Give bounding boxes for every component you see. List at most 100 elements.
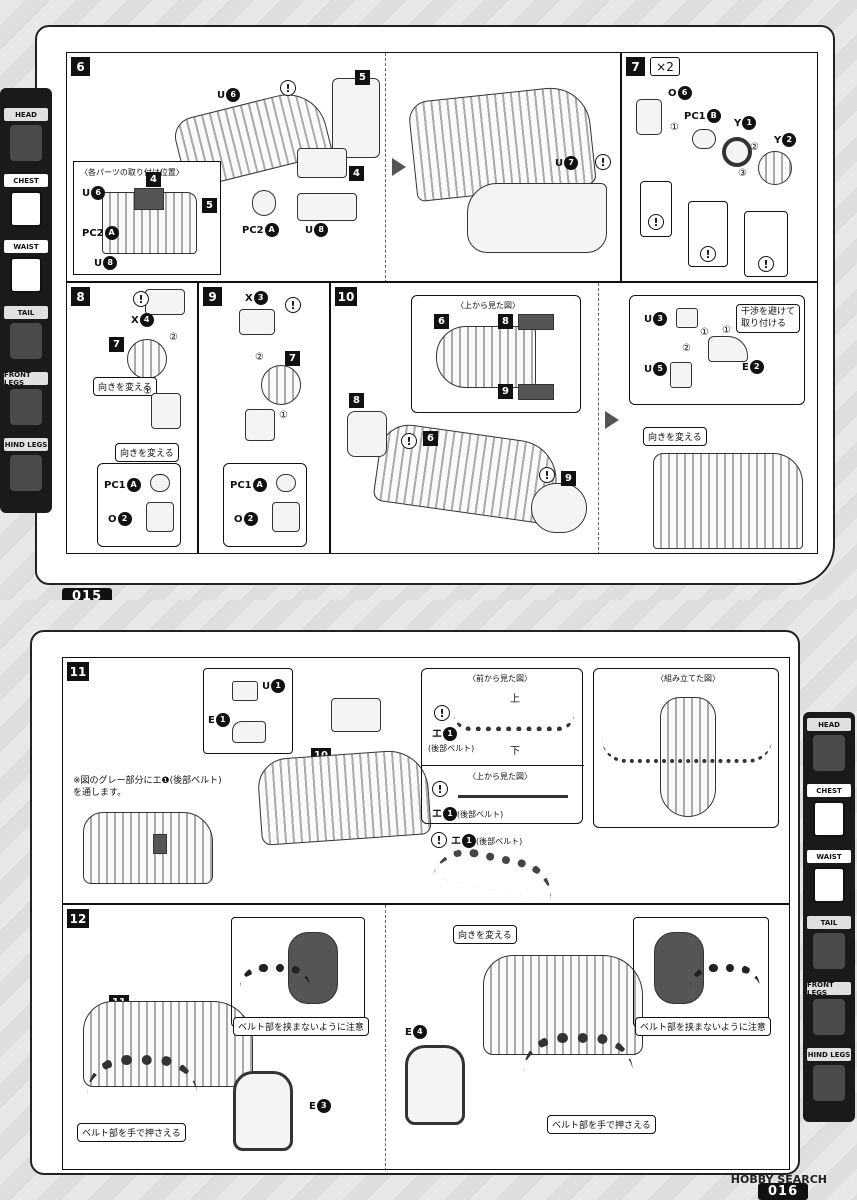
part-u1: [232, 681, 258, 701]
caution-icon: !: [648, 214, 664, 230]
ref-5: 5: [355, 70, 370, 85]
divider: [598, 283, 599, 553]
sidebar-tab-hind-legs[interactable]: HIND LEGS: [4, 438, 48, 496]
part-y1-ring: [722, 137, 752, 167]
order-1: ①: [279, 410, 288, 421]
part-e1: [232, 721, 266, 743]
caution-icon: !: [700, 246, 716, 262]
chest-icon: [10, 191, 42, 227]
note-avoid-interference: 干渉を避けて 取り付ける: [736, 304, 801, 334]
part-x4: [145, 289, 185, 315]
sidebar-tab-tail[interactable]: TAIL: [807, 916, 851, 974]
sidebar-tab-head[interactable]: HEAD: [4, 108, 48, 166]
note-dont-pinch-belt: ベルト部を挟まないように注意: [233, 1017, 369, 1036]
belt-chain: [432, 841, 558, 903]
step-number: 7: [626, 57, 645, 76]
parts-sidebar: HEAD CHEST WAIST TAIL FRONT LEGS HIND LE…: [803, 712, 855, 1122]
sidebar-tab-label: WAIST: [4, 240, 48, 253]
next-arrow-icon: [605, 411, 619, 429]
sidebar-tab-waist[interactable]: WAIST: [807, 850, 851, 908]
sidebar-tab-tail[interactable]: TAIL: [4, 306, 48, 364]
quantity-badge: ×2: [650, 57, 680, 76]
detail-box-1: !: [640, 181, 672, 237]
front-legs-icon: [10, 389, 42, 425]
sidebar-tab-hind-legs[interactable]: HIND LEGS: [807, 1048, 851, 1106]
sidebar-tab-label: FRONT LEGS: [4, 371, 48, 387]
sidebar-tab-label: CHEST: [4, 174, 48, 187]
assembled-belt: [602, 739, 772, 763]
ref-4-callout: 4: [146, 172, 161, 187]
ref-9: 9: [561, 471, 576, 486]
part-u8: [297, 193, 357, 221]
part-step7: [261, 365, 301, 405]
callout-caption: 〈各パーツの取り付け位置〉: [80, 168, 184, 177]
caution-icon: !: [133, 291, 149, 307]
note-turn-around: 向きを変える: [643, 427, 707, 446]
caution-icon: !: [595, 154, 611, 170]
sidebar-tab-chest[interactable]: CHEST: [4, 174, 48, 232]
note-hold-belt: ベルト部を手で押さえる: [77, 1123, 186, 1142]
belt-detail: [240, 964, 310, 988]
step-11-panel: 11 U1 E1 10 ※図のグレー部分にエ❶(後部ベルト) を通します。 〈前…: [62, 657, 790, 904]
sidebar-tab-front-legs[interactable]: FRONT LEGS: [807, 981, 851, 1040]
part-pc1b: [692, 129, 716, 149]
sidebar-tab-waist[interactable]: WAIST: [4, 240, 48, 298]
caution-icon: !: [758, 256, 774, 272]
ref-6: 6: [434, 314, 449, 329]
ref-5-callout: 5: [202, 198, 217, 213]
order-2: ②: [682, 343, 691, 354]
part-step7: [127, 339, 167, 379]
belt-front-view: [454, 715, 574, 731]
label-up: 上: [510, 694, 520, 705]
page-number: 016: [758, 1183, 809, 1200]
detail-box-3: !: [744, 211, 788, 277]
order-1b: ①: [722, 325, 731, 336]
top-view-part-9: [518, 384, 554, 400]
divider: [385, 53, 386, 281]
belt-detail-callout-1: [231, 917, 365, 1027]
ref-7: 7: [109, 337, 124, 352]
sidebar-tab-chest[interactable]: CHEST: [807, 784, 851, 842]
order-3: ③: [738, 168, 747, 179]
page-number: 015: [62, 588, 113, 600]
sidebar-tab-label: CHEST: [807, 784, 851, 797]
step-12-panel: 12 11 ベルト部を挟まないように注意 E3 ベルト部を手で押さえる 向きを変…: [62, 904, 790, 1170]
sidebar-tab-head[interactable]: HEAD: [807, 718, 851, 776]
detail-box-2: !: [688, 201, 728, 267]
belt-detail-callout-2: [633, 917, 769, 1027]
belt-chain-2: [523, 1033, 633, 1073]
top-view-body: [436, 326, 536, 388]
part-u1-e1-assembled: [331, 698, 381, 732]
caution-icon: !: [434, 705, 450, 721]
caution-icon: !: [539, 467, 555, 483]
sidebar-tab-front-legs[interactable]: FRONT LEGS: [4, 371, 48, 430]
order-2: ②: [169, 332, 178, 343]
note-turn-around: 向きを変える: [93, 377, 157, 396]
part-base: [151, 393, 181, 429]
part-8-assembly: [347, 411, 387, 457]
chest-body-part: [256, 748, 432, 846]
watermark: HOBBY SEARCH: [730, 1173, 827, 1186]
part-o2: [146, 502, 174, 532]
part-e2: [708, 336, 748, 362]
chest-lower-part: [467, 183, 607, 253]
callout-caption-top: 〈上から見た図〉: [468, 772, 532, 781]
